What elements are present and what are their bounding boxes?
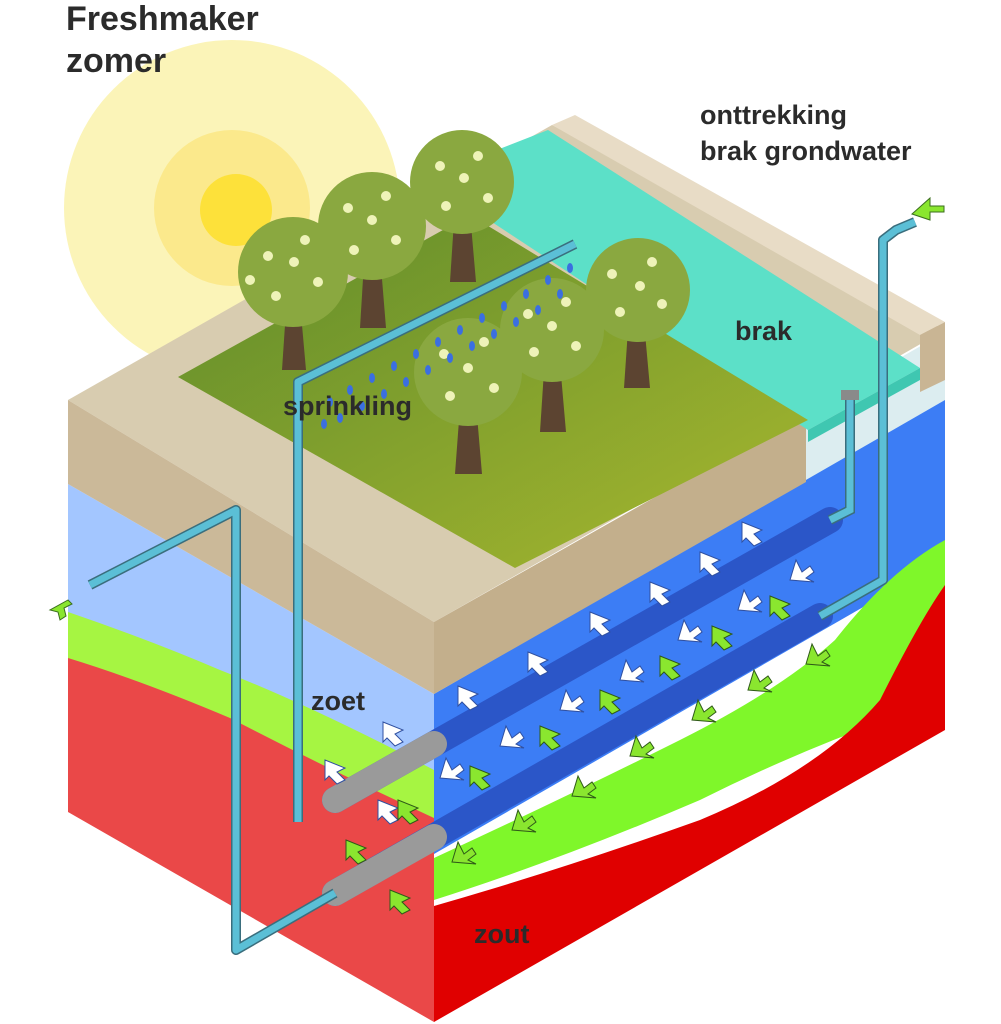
fresh-flow-arrow-icons [324, 521, 815, 825]
fresh-extraction-pipe [87, 505, 338, 955]
tree-icon [414, 318, 522, 474]
brackish-extraction-pipe [817, 217, 917, 621]
salt-water-label: zout [474, 919, 530, 949]
tree-icon [318, 172, 426, 328]
tree-icon [500, 278, 604, 432]
extraction-label-line2: brak grondwater [700, 136, 912, 166]
outflow-arrow-icons [48, 196, 945, 621]
diagram-title-line2: zomer [66, 42, 167, 80]
brackish-flow-arrow-icons [345, 595, 831, 915]
sprinkling-label: sprinkling [283, 391, 413, 421]
dike [552, 115, 945, 392]
diagram-title-line1: Freshmaker [66, 0, 259, 38]
brackish-label: brak [735, 316, 793, 346]
fresh-water-label: zoet [311, 686, 365, 716]
tree-icon [238, 217, 348, 370]
embankment-front-right [434, 412, 806, 694]
drain-lower [322, 603, 833, 906]
tree-icon [410, 130, 514, 282]
extraction-label-line1: onttrekking [700, 100, 848, 130]
water-drop-icons [321, 263, 573, 429]
trees [238, 130, 690, 474]
horizontal-drains [322, 507, 843, 906]
sprinkler-system [293, 239, 578, 822]
tree-icon [586, 238, 690, 388]
drain-upper [322, 507, 843, 813]
embankment-front-left [68, 400, 434, 694]
